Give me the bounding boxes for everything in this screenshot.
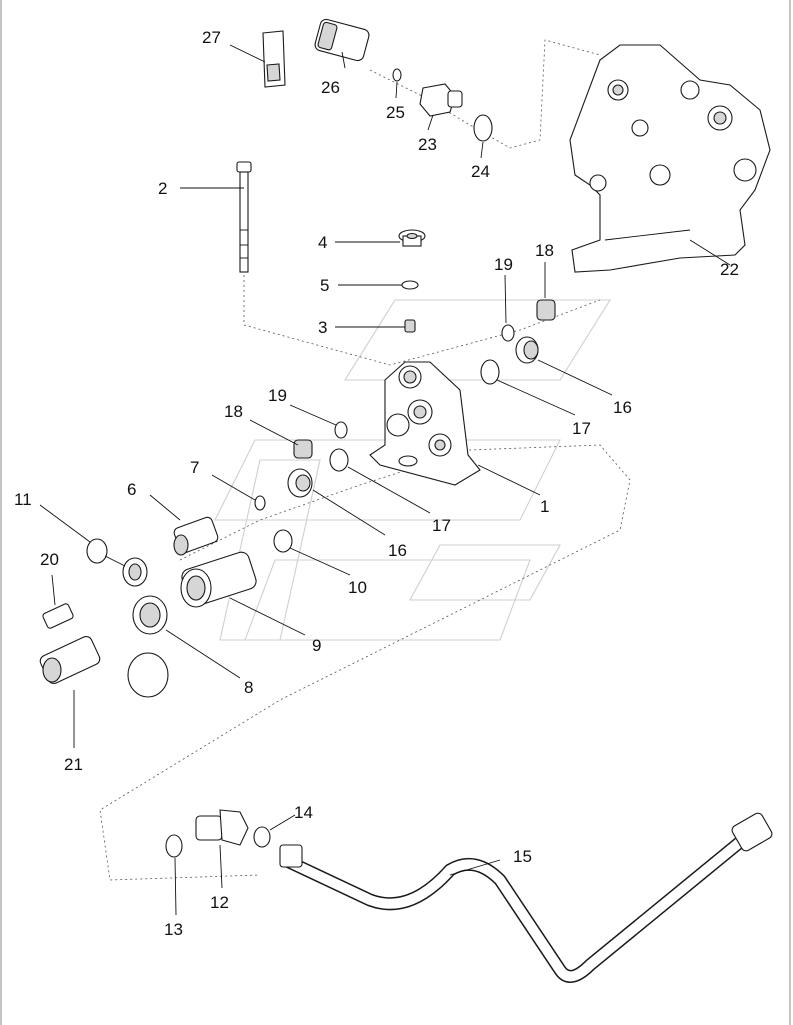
callout-16-right: 16 — [613, 398, 632, 417]
callout-20: 20 — [40, 550, 59, 569]
part-19-o-ring-left — [334, 421, 348, 439]
callout-8: 8 — [244, 678, 253, 697]
part-5-o-ring — [401, 280, 419, 290]
part-18-plug-left — [293, 439, 313, 459]
assembly-path-lines — [99, 39, 631, 881]
leader-lines — [39, 44, 731, 916]
callout-19-left: 19 — [268, 386, 287, 405]
part-21-coupler — [39, 635, 101, 685]
part-2-bolt — [236, 161, 252, 273]
callout-16-left: 16 — [388, 541, 407, 560]
part-24-o-ring — [473, 114, 493, 142]
part-7-o-ring — [254, 495, 266, 511]
callout-22: 22 — [720, 260, 739, 279]
callout-7: 7 — [190, 458, 199, 477]
callout-19-right: 19 — [494, 255, 513, 274]
part-19-o-ring-right — [501, 324, 515, 342]
callout-14: 14 — [294, 803, 313, 822]
callout-9: 9 — [312, 636, 321, 655]
part-26-sensor — [314, 18, 370, 62]
part-23-plug — [419, 83, 463, 117]
callout-11: 11 — [14, 490, 32, 509]
callout-6: 6 — [127, 480, 136, 499]
callout-24: 24 — [471, 162, 490, 181]
callout-17-right: 17 — [572, 419, 591, 438]
callout-4: 4 — [318, 233, 327, 252]
callout-5: 5 — [320, 276, 329, 295]
part-12-elbow-fitting — [195, 809, 249, 846]
part-3-set-screw — [404, 319, 416, 333]
part-14-o-ring — [253, 826, 271, 848]
callout-27: 27 — [202, 28, 221, 47]
callout-15: 15 — [513, 847, 532, 866]
part-22-control-valve — [569, 44, 771, 273]
callout-13: 13 — [164, 920, 183, 939]
part-16-plug-right — [515, 336, 539, 364]
part-11-dust-cap — [86, 538, 148, 587]
part-4-plug — [398, 229, 426, 247]
part-15-tube — [279, 812, 773, 983]
part-10-o-ring — [273, 529, 293, 553]
part-9-coupler — [180, 551, 257, 608]
callout-17-left: 17 — [432, 516, 451, 535]
part-16-plug-left — [287, 468, 313, 498]
part-25-o-ring — [392, 68, 402, 82]
callout-25: 25 — [386, 103, 405, 122]
part-27-label-plate — [262, 30, 286, 88]
part-8-dust-caps — [127, 595, 169, 698]
callout-2: 2 — [158, 179, 167, 198]
callout-18-left: 18 — [224, 402, 243, 421]
callout-12: 12 — [210, 893, 229, 912]
callout-21: 21 — [64, 755, 83, 774]
part-1-manifold-block — [369, 361, 481, 486]
part-17-o-ring-left — [329, 448, 349, 472]
callout-18-right: 18 — [535, 241, 554, 260]
part-20-nipple — [42, 603, 74, 629]
callout-10: 10 — [348, 578, 367, 597]
part-6-fitting — [173, 516, 219, 556]
callout-1: 1 — [540, 497, 549, 516]
callout-3: 3 — [318, 318, 327, 337]
callout-26: 26 — [321, 78, 340, 97]
callout-23: 23 — [418, 135, 437, 154]
part-18-plug-right — [536, 299, 556, 321]
part-17-o-ring-right — [480, 359, 500, 385]
part-13-o-ring — [165, 834, 183, 858]
callout-labels: 27 26 25 23 24 2 4 5 3 19 18 22 16 17 19… — [14, 28, 739, 939]
